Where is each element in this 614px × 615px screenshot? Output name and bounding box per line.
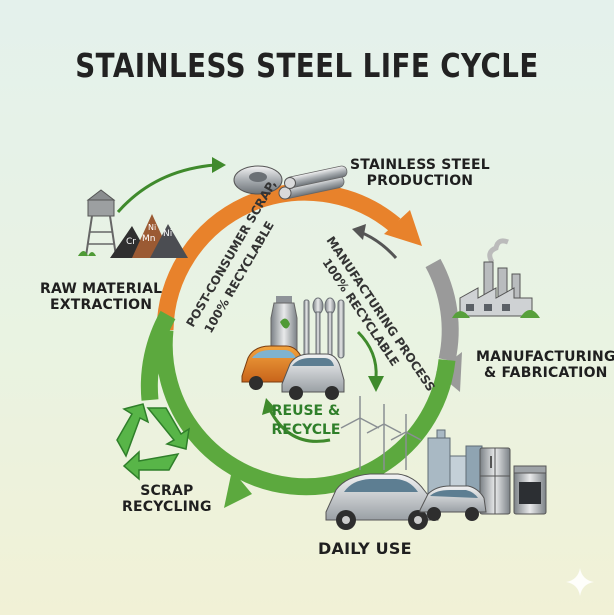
factory-icon	[452, 241, 540, 318]
arrow-raw-to-production	[118, 165, 215, 212]
cutlery-icon	[304, 298, 344, 358]
stage-label-manufacturing-line2: & FABRICATION	[476, 366, 614, 382]
stage-label-manufacturing-line1: MANUFACTURING	[476, 350, 614, 366]
ore-label-ni-small: Ni	[148, 223, 156, 232]
stage-label-production: STAINLESS STEEL PRODUCTION	[350, 158, 490, 189]
stage-label-manufacturing: MANUFACTURING & FABRICATION	[476, 350, 614, 381]
stage-label-raw-material-line2: EXTRACTION	[40, 298, 162, 314]
ore-pile-icon: Cr Mn Ni Ni	[78, 214, 188, 258]
center-label-line2: RECYCLE	[271, 422, 340, 438]
stage-label-scrap-line2: RECYCLING	[122, 500, 212, 516]
ore-label-ni: Ni	[163, 229, 172, 239]
page-title: STAINLESS STEEL LIFE CYCLE	[49, 48, 565, 85]
sparkle-icon	[566, 568, 594, 596]
ore-label-cr: Cr	[126, 237, 136, 247]
water-tower-icon	[86, 190, 116, 256]
stage-label-scrap: SCRAP RECYCLING	[122, 484, 212, 515]
center-label-line1: REUSE &	[272, 403, 340, 419]
stage-label-daily-use: DAILY USE	[318, 540, 412, 558]
stage-label-scrap-line1: SCRAP	[122, 484, 212, 500]
ore-label-mn: Mn	[142, 234, 155, 244]
stage-label-raw-material: RAW MATERIAL EXTRACTION	[40, 282, 162, 313]
stage-label-production-line1: STAINLESS STEEL	[350, 158, 490, 174]
arrow-inner-down-head	[368, 376, 384, 392]
arrow-manufacturing-in-head	[352, 224, 366, 240]
stage-label-production-line2: PRODUCTION	[350, 174, 490, 190]
stage-label-raw-material-line1: RAW MATERIAL	[40, 282, 162, 298]
arrow-raw-to-production-head	[212, 157, 226, 173]
stove-icon	[514, 466, 546, 514]
ring-gray-segment	[433, 263, 450, 360]
car-large-icon	[326, 474, 438, 530]
